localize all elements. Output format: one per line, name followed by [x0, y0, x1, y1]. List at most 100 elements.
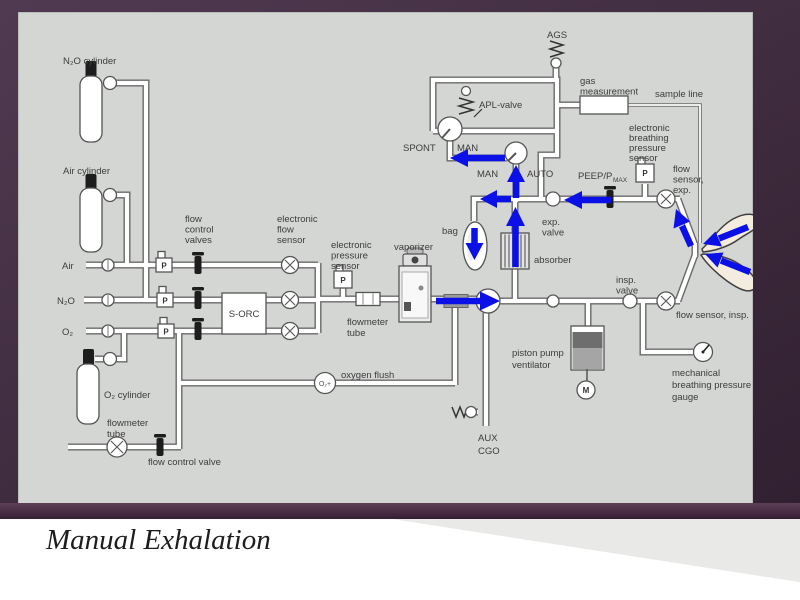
- flowmeter-tube-left-label: flowmeter: [107, 418, 148, 429]
- apl-valve: [456, 85, 483, 118]
- air-cylinder-label: Air cylinder: [63, 166, 110, 177]
- arrow-exp-limb-left: [564, 191, 611, 209]
- man2-label: MAN: [457, 143, 478, 154]
- arrow-lung-upper-out: [703, 223, 750, 247]
- electronic-flow-sensors: [280, 255, 300, 341]
- arrow-into-bag-down: [465, 228, 484, 260]
- diagram-panel: P P P: [18, 12, 753, 504]
- absorber-label: absorber: [534, 255, 572, 266]
- flow-control-valve-o2: [192, 318, 204, 340]
- diagram-labels: N₂O cylinder Air cylinder O₂ cylinder fl…: [57, 30, 751, 468]
- regulator-p-label: P: [161, 262, 167, 271]
- check-valves: [101, 258, 115, 338]
- s-orc-label: S-ORC: [229, 309, 260, 320]
- circuit-port: [546, 294, 560, 308]
- mechanical-gauge-label: gauge: [672, 392, 698, 403]
- vaporizer-label: vaporizer: [394, 242, 433, 253]
- flow-control-valve-label: flow control valve: [148, 457, 221, 468]
- pressure-regulator-air: P: [155, 250, 173, 273]
- title-area: [0, 519, 800, 600]
- flow-sensor-exp-label: exp.: [673, 185, 691, 196]
- electronic-flow-sensor-label: electronic: [277, 214, 318, 225]
- divider-bar: [0, 503, 800, 519]
- electronic-flow-sensor-label: flow: [277, 225, 294, 236]
- arrow-man-auto-left: [450, 149, 505, 167]
- mechanical-pressure-gauge: [692, 341, 714, 363]
- arrow-lung-lower-out: [705, 252, 752, 276]
- breathing-pressure-p-label: P: [642, 169, 648, 178]
- flow-sensor-exp-label: flow: [673, 164, 690, 175]
- man-label: MAN: [477, 169, 498, 180]
- flowmeter-tube-mid: [355, 291, 381, 307]
- exp-valve-label: valve: [542, 228, 564, 239]
- mechanical-gauge-label: mechanical: [672, 368, 720, 379]
- breathing-pressure-sensor-label: pressure: [629, 143, 666, 154]
- slide-title: Manual Exhalation: [46, 524, 271, 556]
- auto-label: AUTO: [527, 169, 553, 180]
- spont-man-switch: [437, 116, 463, 142]
- flow-control-valve-n2o: [192, 287, 204, 309]
- flowmeter-tube-mid-label: tube: [347, 328, 366, 339]
- flow-control-valve-aux: [154, 434, 166, 456]
- arrow-y-to-exp-sensor: [673, 209, 694, 248]
- arrow-fresh-gas-right: [436, 291, 500, 311]
- breathing-pressure-sensor-label: electronic: [629, 123, 670, 134]
- piston-pump-label: piston pump: [512, 348, 564, 359]
- regulator-p-label: P: [162, 297, 168, 306]
- peep-pmax-sub-label: MAX: [613, 177, 628, 184]
- bag-label: bag: [442, 226, 458, 237]
- pressure-regulator-n2o: P: [156, 285, 174, 308]
- electronic-pressure-sensor: P: [333, 264, 353, 289]
- electronic-pressure-sensor-label: pressure: [331, 251, 368, 262]
- breathing-pressure-sensor-label: breathing: [629, 133, 669, 144]
- spont-label: SPONT: [403, 143, 436, 154]
- pressure-regulator-o2: P: [157, 316, 175, 339]
- gas-measurement-label: gas: [580, 76, 596, 87]
- motor-label: M: [583, 386, 590, 395]
- exp-valve-label: exp.: [542, 217, 560, 228]
- oxygen-flush-symbol: O₂+: [319, 381, 331, 388]
- anesthesia-machine-diagram: P P P: [57, 30, 753, 468]
- apl-valve-label: APL-valve: [479, 100, 522, 111]
- electronic-pressure-sensor-label: electronic: [331, 240, 372, 251]
- flow-control-valves-label: flow: [185, 214, 202, 225]
- s-orc-box: S-ORC: [221, 292, 267, 335]
- insp-valve-label: insp.: [616, 275, 636, 286]
- flow-control-valves-label: control: [185, 225, 214, 236]
- air-line-label: Air: [62, 261, 74, 272]
- oxygen-flush-button: O₂+: [313, 371, 337, 395]
- o2-line-label: O₂: [62, 327, 73, 338]
- flowmeter-tube-mid-label: flowmeter: [347, 317, 388, 328]
- pressure-sensor-p-label: P: [340, 276, 346, 285]
- flow-control-valve-air: [192, 252, 204, 274]
- peep-pmax-label: PEEP/P: [578, 171, 612, 182]
- gas-measurement-box: [579, 95, 629, 115]
- air-cylinder: [79, 174, 118, 253]
- man-auto-valve: [504, 141, 528, 165]
- o2-cylinder-label: O₂ cylinder: [104, 390, 150, 401]
- flow-control-valves-label: valves: [185, 235, 212, 246]
- flow-sensor-insp-label: flow sensor, insp.: [676, 310, 749, 321]
- insp-valve-label: valve: [616, 286, 638, 297]
- gas-measurement-label: measurement: [580, 87, 638, 98]
- mechanical-gauge-label: breathing pressure: [672, 380, 751, 391]
- exp-valve: [545, 191, 561, 207]
- oxygen-flush-label: oxygen flush: [341, 370, 394, 381]
- n2o-cylinder: [79, 61, 118, 143]
- flowmeter-tube-left: [106, 436, 128, 458]
- vaporizer: [398, 247, 432, 323]
- ags-valve: [547, 40, 566, 69]
- flow-sensor-exp-label: sensor,: [673, 175, 704, 186]
- n2o-cylinder-label: N₂O cylinder: [63, 56, 116, 67]
- aux-cgo-valve: [451, 404, 478, 420]
- piston-pump-label: ventilator: [512, 360, 551, 371]
- o2-cylinder: [76, 349, 118, 425]
- flow-sensor-insp: [656, 291, 676, 311]
- aux-cgo-label: AUX: [478, 433, 498, 444]
- breathing-pressure-sensor: P: [635, 157, 655, 183]
- arrow-to-man-auto-up: [507, 165, 525, 198]
- n2o-line-label: N₂O: [57, 296, 75, 307]
- aux-cgo-label: CGO: [478, 446, 500, 457]
- piston-pump-ventilator: M: [570, 325, 605, 400]
